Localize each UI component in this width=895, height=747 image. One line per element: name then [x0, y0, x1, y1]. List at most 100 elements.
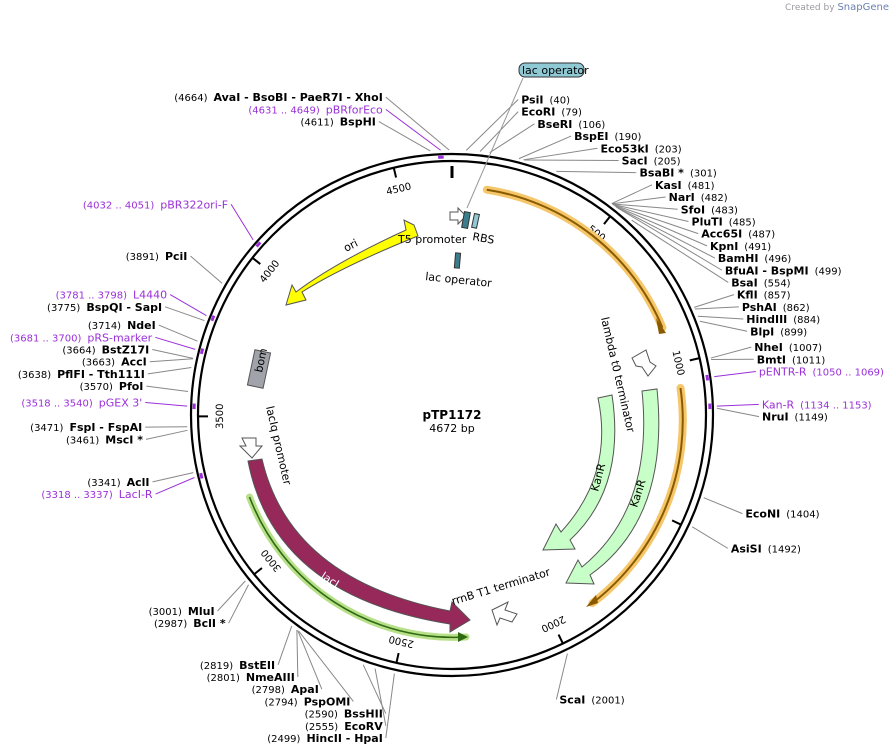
site-name: EcoRI	[521, 106, 555, 119]
site-label[interactable]: (2590)BssHII	[305, 708, 383, 721]
primer-label[interactable]: pENTR-R(1050 .. 1069)	[759, 366, 884, 379]
primer-label[interactable]: (3681 .. 3700)pRS-marker	[10, 331, 153, 344]
green-arrow-laci	[458, 632, 468, 642]
site-leader	[158, 324, 198, 342]
site-label[interactable]: (4611)BspHI	[301, 116, 376, 129]
created-by-text: Created by	[785, 3, 835, 13]
site-label[interactable]: (3461)MscI *	[66, 433, 143, 446]
t5-promoter-arrow	[449, 206, 467, 226]
site-name: NdeI	[127, 319, 156, 332]
site-leader	[146, 385, 189, 393]
site-label[interactable]: (2819)BstEII	[200, 659, 275, 672]
primer-label[interactable]: (3781 .. 3798)L4440	[56, 289, 168, 302]
site-name: ScaI	[559, 693, 585, 706]
primer-position: (1134 .. 1153)	[800, 400, 872, 411]
site-leader	[556, 170, 637, 174]
site-name: BseRI	[537, 118, 572, 131]
site-label[interactable]: (3664)BstZ17I	[62, 343, 149, 356]
primer-name: pGEX 3'	[99, 397, 143, 410]
site-label[interactable]: NheI(1007)	[754, 341, 822, 354]
site-leader	[228, 584, 249, 624]
site-label[interactable]: BmtI(1011)	[757, 353, 826, 366]
site-label[interactable]: (3341)AclI	[87, 476, 149, 489]
site-label[interactable]: (3001)MluI	[149, 605, 215, 618]
site-leader	[703, 497, 743, 515]
tick-label-1000: 1000	[669, 350, 685, 377]
site-label[interactable]: Acc65I(487)	[701, 228, 775, 241]
site-label[interactable]: BsaI(554)	[731, 276, 790, 289]
site-label[interactable]: (2555)EcoRV	[305, 720, 383, 733]
site-leader	[374, 668, 387, 726]
primer-label[interactable]: (3318 .. 3337)LacI-R	[41, 488, 153, 501]
tick-2000	[557, 634, 564, 644]
site-name: BfuAI - BspMI	[725, 264, 809, 277]
site-label[interactable]: (3570)PfoI	[80, 380, 144, 393]
site-position: (554)	[764, 278, 791, 289]
site-label[interactable]: (3775)BspQI - SapI	[47, 301, 162, 314]
site-leader	[152, 349, 194, 359]
site-label[interactable]: EcoRI (79)	[521, 106, 582, 119]
site-leader	[699, 320, 748, 332]
site-label[interactable]: BspEI(190)	[574, 130, 641, 143]
site-label[interactable]: AsiSI(1492)	[731, 542, 801, 555]
site-label[interactable]: (4664)AvaI - BsoBI - PaeR7I - XhoI	[174, 91, 383, 104]
orange-line-top	[486, 188, 664, 328]
rbs-label: RBS	[471, 230, 495, 247]
site-label[interactable]: KflI(857)	[737, 289, 791, 302]
site-label[interactable]: (2798)ApaI	[252, 683, 319, 696]
primer-label[interactable]: (4032 .. 4051)pBR322ori-F	[83, 198, 228, 211]
primer-label[interactable]: (4631 .. 4649)pBRforEco	[248, 103, 383, 116]
primer-position: (3681 .. 3700)	[10, 333, 82, 344]
tick-3000	[253, 567, 263, 576]
site-label[interactable]: PshAI(862)	[742, 301, 810, 314]
site-label[interactable]: HindIII(884)	[746, 313, 820, 326]
site-label[interactable]: NarI(482)	[669, 191, 728, 204]
rbs-box	[471, 212, 481, 229]
laci-arrow	[247, 458, 471, 633]
primer-name: LacI-R	[119, 488, 153, 501]
site-label[interactable]: (2987)BclI *	[154, 617, 226, 630]
site-label[interactable]: SacI(205)	[622, 154, 681, 167]
site-label[interactable]: BlpI(899)	[750, 325, 807, 338]
site-label[interactable]: BseRI(106)	[537, 118, 605, 131]
site-label[interactable]: (2801)NmeAIII	[207, 671, 295, 684]
site-position: (3775)	[47, 303, 80, 314]
site-label[interactable]: BfuAI - BspMI(499)	[725, 264, 842, 277]
primer-leader	[169, 294, 207, 317]
site-label[interactable]: (2794)PspOMI	[264, 695, 350, 708]
site-label[interactable]: SfoI(483)	[681, 203, 738, 216]
site-label[interactable]: (3663)AccI	[82, 356, 147, 369]
green-line-laci	[248, 496, 467, 639]
primer-label[interactable]: Kan-R(1134 .. 1153)	[762, 398, 872, 411]
site-label[interactable]: (3471)FspI - FspAI	[30, 421, 142, 434]
site-name: NruI	[762, 411, 789, 424]
site-label[interactable]: KpnI(491)	[710, 240, 771, 253]
site-label[interactable]: PluTI(485)	[692, 215, 756, 228]
site-position: (2555)	[305, 722, 338, 733]
site-label[interactable]: (3714)NdeI	[88, 319, 156, 332]
t5-promoter-label: T5 promoter	[397, 233, 467, 246]
site-position: (3664)	[62, 345, 95, 356]
site-position: (40)	[549, 95, 570, 106]
site-label[interactable]: PsiI(40)	[521, 93, 570, 106]
site-position: (1007)	[789, 343, 822, 354]
site-position: (79)	[561, 108, 582, 119]
site-label[interactable]: (3638)PflFI - Tth111I	[18, 368, 145, 381]
site-label[interactable]: KasI(481)	[655, 179, 715, 192]
site-label[interactable]: EcoNI(1404)	[745, 508, 819, 521]
site-name: AsiSI	[731, 542, 762, 555]
primer-name: pBR322ori-F	[160, 198, 228, 211]
primer-label[interactable]: (3518 .. 3540)pGEX 3'	[21, 397, 142, 410]
site-leader	[611, 184, 653, 204]
site-label[interactable]: (2499)HincII - HpaI	[267, 732, 383, 745]
site-label[interactable]: BamHI(496)	[718, 252, 792, 265]
site-label[interactable]: ScaI(2001)	[559, 693, 624, 706]
site-position: (3570)	[80, 382, 113, 393]
site-label[interactable]: Eco53kI(203)	[600, 142, 681, 155]
site-label[interactable]: NruI(1149)	[762, 411, 828, 424]
site-label[interactable]: (3891)PciI	[126, 250, 188, 263]
site-label[interactable]: BsaBI *(301)	[640, 167, 717, 180]
primer-position: (3781 .. 3798)	[56, 291, 128, 302]
site-leader	[362, 664, 387, 714]
site-position: (205)	[654, 156, 681, 167]
